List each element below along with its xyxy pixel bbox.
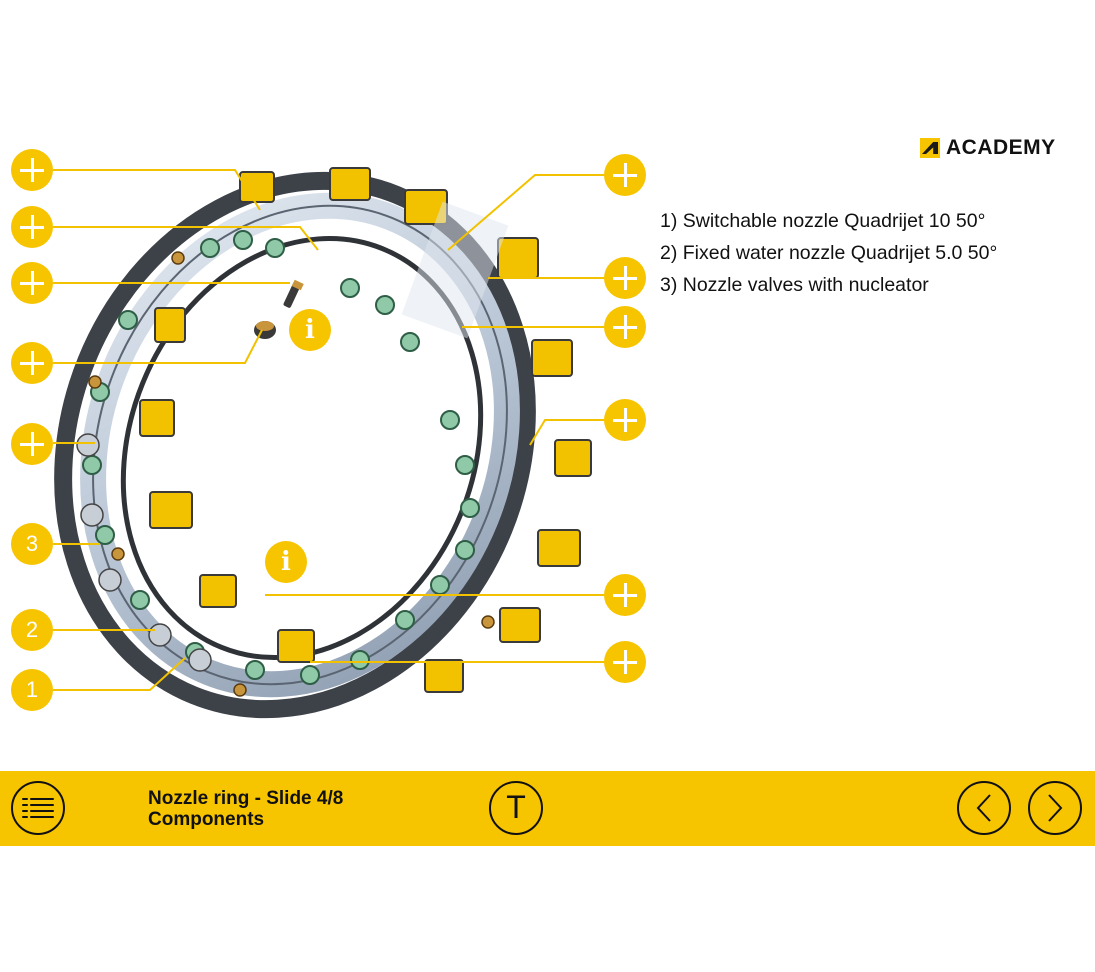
info-icon-bottom[interactable]: i bbox=[265, 541, 307, 583]
slide-subtitle: Components bbox=[148, 809, 265, 830]
hotspot-plus-right-3[interactable] bbox=[604, 306, 646, 348]
hotspot-plus-left-2[interactable] bbox=[11, 206, 53, 248]
brand-name: ACADEMY bbox=[946, 136, 1056, 159]
text-t-icon: T bbox=[506, 788, 526, 825]
nozzle-ring-illustration bbox=[53, 167, 605, 719]
legend-item-3: 3) Nozzle valves with nucleator bbox=[660, 274, 929, 296]
legend-item-1: 1) Switchable nozzle Quadrijet 10 50° bbox=[660, 210, 986, 232]
previous-slide-button[interactable] bbox=[957, 781, 1011, 835]
hotspot-plus-left-4[interactable] bbox=[11, 342, 53, 384]
hotspot-plus-left-3[interactable] bbox=[11, 262, 53, 304]
academy-logo-icon bbox=[920, 138, 940, 158]
info-icon-top[interactable]: i bbox=[289, 309, 331, 351]
next-slide-button[interactable] bbox=[1028, 781, 1082, 835]
text-toggle-button[interactable]: T bbox=[489, 781, 543, 835]
list-menu-icon bbox=[22, 798, 54, 818]
chevron-left-icon bbox=[976, 794, 991, 822]
slide-title: Nozzle ring - Slide 4/8 bbox=[148, 788, 344, 809]
bottom-navigation-bar: Nozzle ring - Slide 4/8 Components T bbox=[0, 771, 1095, 846]
slide-title-block: Nozzle ring - Slide 4/8 Components bbox=[148, 788, 343, 830]
hotspot-plus-right-4[interactable] bbox=[604, 399, 646, 441]
hotspot-plus-left-1[interactable] bbox=[11, 149, 53, 191]
component-legend: 1) Switchable nozzle Quadrijet 10 50° 2)… bbox=[660, 205, 997, 301]
academy-logo: ACADEMY bbox=[920, 136, 1056, 160]
chevron-right-icon bbox=[1048, 794, 1063, 822]
hotspot-plus-right-1[interactable] bbox=[604, 154, 646, 196]
callout-2[interactable]: 2 bbox=[11, 609, 53, 651]
hotspot-plus-left-5[interactable] bbox=[11, 423, 53, 465]
callout-1[interactable]: 1 bbox=[11, 669, 53, 711]
hotspot-plus-right-5[interactable] bbox=[604, 574, 646, 616]
hotspot-plus-right-2[interactable] bbox=[604, 257, 646, 299]
menu-button[interactable] bbox=[11, 781, 65, 835]
legend-item-2: 2) Fixed water nozzle Quadrijet 5.0 50° bbox=[660, 242, 998, 264]
callout-3[interactable]: 3 bbox=[11, 523, 53, 565]
hotspot-plus-right-6[interactable] bbox=[604, 641, 646, 683]
